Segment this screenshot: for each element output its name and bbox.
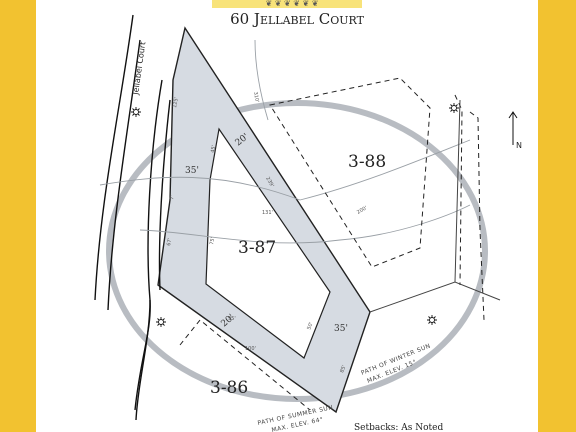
survey-bearing: 85' (339, 364, 347, 373)
contour-line-1 (99, 139, 471, 201)
lot-3-86-outline (179, 319, 311, 411)
sun-icon (156, 317, 166, 327)
page-title: 60 Jellabel Court (230, 10, 364, 28)
north-label: N (516, 141, 522, 150)
lot-label-3-87: 3-87 (238, 238, 276, 258)
setbacks-note: Setbacks: As Noted (354, 423, 443, 432)
survey-bearing: 75' (209, 237, 216, 246)
lot-3-88-outline (269, 77, 431, 268)
road-edge-inner-2 (134, 79, 163, 411)
banner-cutoff-text: ❦ ❦ ❦ ❦ ❦ ❦ (266, 0, 319, 8)
survey-bearing: 310' (252, 91, 260, 103)
survey-bearing: 95' (228, 316, 236, 322)
survey-bearing: 131' (262, 210, 273, 216)
lot-east-outline (469, 111, 485, 321)
frame-left-bar (0, 0, 36, 432)
contour-lines (99, 39, 471, 244)
setback-dimension: 35' (185, 166, 199, 176)
lot-3-87-building-envelope (205, 127, 331, 359)
sun-icon (131, 107, 141, 117)
jellabel-court-road (94, 14, 171, 421)
road-edge-inner-3 (158, 99, 171, 291)
contour-line-3 (254, 39, 269, 121)
survey-bearing: 50' (306, 321, 314, 330)
north-arrow-icon (508, 111, 518, 145)
survey-bearing: 67' (166, 238, 173, 247)
sun-icon (427, 315, 437, 325)
sun-icon (449, 103, 459, 113)
road-edge-inner-1 (107, 39, 141, 311)
lot-label-3-86: 3-86 (210, 378, 248, 398)
road-edge-lower (135, 299, 151, 421)
survey-bearing: 125' (172, 97, 180, 109)
survey-bearing: 100' (245, 346, 256, 352)
property-lines (369, 99, 501, 313)
sun-markers (131, 103, 459, 327)
survey-bearing: 7' (169, 195, 176, 201)
property-line-north (454, 99, 461, 283)
survey-bearing: 45' (210, 145, 217, 154)
survey-bearing: 239' (264, 176, 275, 188)
survey-bearing: 200' (356, 205, 368, 216)
contour-line-2 (139, 204, 471, 244)
title-banner-inner (212, 0, 362, 8)
lot-label-3-88: 3-88 (348, 152, 386, 172)
neighbor-lots (179, 77, 485, 411)
setback-dimension: 35' (334, 324, 348, 334)
road-edge-outer (94, 14, 134, 301)
frame-right-bar (538, 0, 576, 432)
